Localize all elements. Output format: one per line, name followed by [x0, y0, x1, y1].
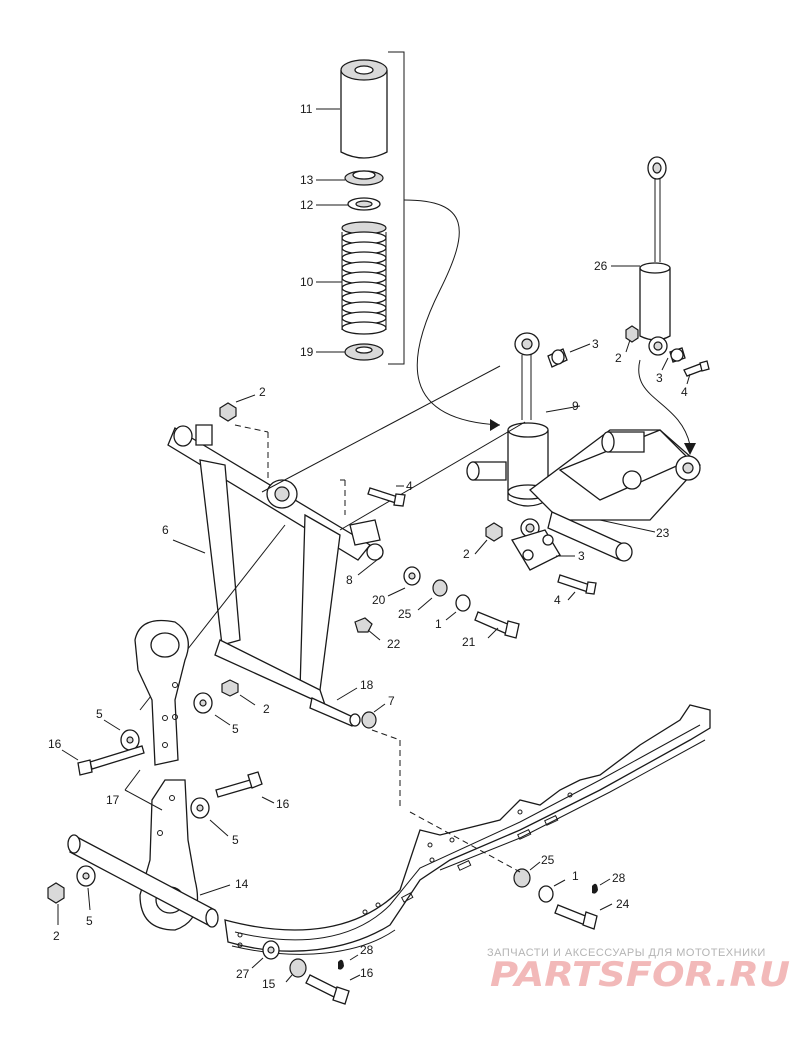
part-5-washer-mid [190, 797, 210, 819]
part-19-retainer [344, 343, 384, 361]
label-15: 15 [262, 977, 276, 991]
label-10: 10 [300, 275, 314, 289]
part-1-lockwasher-mid [455, 594, 471, 612]
label-6: 6 [162, 523, 169, 537]
label-5-left-b: 5 [232, 722, 239, 736]
label-16-left: 16 [48, 737, 62, 751]
part-28-grease-bottom [338, 959, 344, 970]
label-14: 14 [235, 877, 249, 891]
watermark-logo: PARTSFOR.RU [490, 955, 790, 995]
part-9-front-shock [507, 332, 549, 538]
part-2-nut-bottom [47, 882, 65, 904]
part-21-bolt [474, 611, 520, 639]
slide-rail [224, 704, 711, 955]
callout-labels: 11 13 12 10 19 26 2 3 4 3 9 2 4 6 23 2 3… [48, 102, 688, 991]
part-16-bolt-left [77, 745, 145, 776]
label-2-top: 2 [259, 385, 266, 399]
label-3-top-right: 3 [656, 371, 663, 385]
part-5-washer-left-a [193, 692, 213, 714]
label-28-bottom: 28 [360, 943, 374, 957]
label-8: 8 [346, 573, 353, 587]
label-1-mid: 1 [435, 617, 442, 631]
part-5-washer-bottom [76, 865, 96, 887]
label-5-left-a: 5 [96, 707, 103, 721]
label-24: 24 [616, 897, 630, 911]
label-2-mid: 2 [463, 547, 470, 561]
part-4-bolt-top-right [683, 360, 710, 377]
label-4-top-right: 4 [681, 385, 688, 399]
part-3-bracket-mid [511, 529, 561, 571]
part-23-rocker-arm [466, 429, 701, 562]
arrow-head [490, 419, 500, 431]
part-12-ring [347, 197, 381, 211]
label-12: 12 [300, 198, 314, 212]
label-2-left: 2 [263, 702, 270, 716]
part-7-washer [361, 711, 377, 729]
label-25-mid: 25 [398, 607, 412, 621]
part-13-spring-seat [344, 170, 384, 186]
part-24-bolt [554, 904, 598, 930]
watermark-tagline: ЗАПЧАСТИ И АКСЕССУАРЫ ДЛЯ МОТОТЕХНИКИ [487, 947, 766, 959]
part-28-grease-right [592, 883, 598, 894]
label-5-bottom: 5 [86, 914, 93, 928]
label-19: 19 [300, 345, 314, 359]
label-3-top: 3 [592, 337, 599, 351]
leaders-shock-stack [316, 108, 348, 353]
label-3-mid: 3 [578, 549, 585, 563]
label-28-right: 28 [612, 871, 626, 885]
label-9: 9 [572, 399, 579, 413]
part-22-grease-fitting [354, 617, 373, 633]
part-2-nut-top-right [625, 325, 639, 343]
label-16-bottom: 16 [360, 966, 374, 980]
parts-group-bracket [388, 51, 405, 365]
label-27: 27 [236, 967, 250, 981]
part-4-bolt-mid [367, 487, 406, 507]
part-6-front-arm [167, 424, 384, 727]
part-2-nut-top [219, 402, 237, 422]
label-7: 7 [388, 694, 395, 708]
part-3-spacer-top [547, 348, 568, 368]
label-17: 17 [106, 793, 120, 807]
part-26-rear-shock [639, 156, 671, 356]
label-25-bottom: 25 [541, 853, 555, 867]
part-2-nut-left [221, 679, 239, 697]
part-20-washer [403, 566, 421, 586]
label-1-bottom: 1 [572, 869, 579, 883]
watermark: ЗАПЧАСТИ И АКСЕССУАРЫ ДЛЯ МОТОТЕХНИКИ PA… [487, 947, 790, 995]
part-16-bolt-bottom [305, 974, 350, 1005]
label-11: 11 [300, 102, 313, 116]
part-14-shaft [67, 834, 219, 928]
part-5-washer-left-b [120, 729, 140, 751]
part-4-bolt-right [557, 574, 597, 595]
part-17-link-upper [134, 619, 189, 766]
part-25-washer-bottom [513, 868, 531, 888]
label-18: 18 [360, 678, 374, 692]
label-21: 21 [462, 635, 476, 649]
part-3-spacer-top-right [669, 347, 686, 363]
spring-to-shock-arrow [403, 199, 501, 426]
label-4-mid: 4 [406, 479, 413, 493]
part-1-lockwasher-bottom [538, 885, 554, 903]
label-2-bottom: 2 [53, 929, 60, 943]
part-2-nut-mid [485, 522, 503, 542]
part-15-lockwasher [289, 958, 307, 978]
part-11-bumper [340, 59, 388, 159]
part-27-washer [262, 940, 280, 960]
part-10-spring [341, 221, 387, 335]
label-23: 23 [656, 526, 670, 540]
label-5-mid: 5 [232, 833, 239, 847]
label-2-top-right: 2 [615, 351, 622, 365]
label-26: 26 [594, 259, 608, 273]
label-22: 22 [387, 637, 401, 651]
part-25-washer-mid [432, 579, 448, 597]
label-4-right: 4 [554, 593, 561, 607]
label-20: 20 [372, 593, 386, 607]
part-16-bolt-mid [215, 771, 263, 798]
label-16-mid: 16 [276, 797, 290, 811]
label-13: 13 [300, 173, 314, 187]
